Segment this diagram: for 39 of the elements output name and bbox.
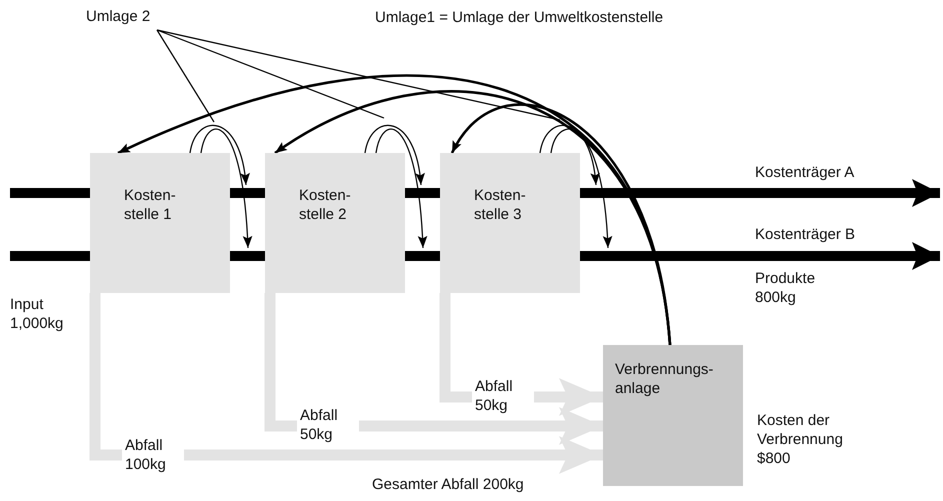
edge-label: Kostenträger B	[755, 226, 856, 245]
allocation-arrow	[375, 128, 428, 248]
allocation-arrow	[364, 124, 424, 186]
process-box	[265, 153, 405, 293]
cost-flow-line	[405, 251, 440, 261]
allocation-arrow	[200, 128, 252, 248]
leader-line	[156, 29, 384, 119]
box-label: Verbrennungs- anlage	[615, 361, 714, 398]
allocation-arrow	[539, 124, 600, 186]
note-text: Umlage1 = Umlage der Umweltkostenstelle	[375, 9, 664, 28]
flow-label: Input 1,000kg	[10, 296, 64, 334]
cost-flow-line	[580, 242, 940, 270]
edge-label: Abfall 50kg	[472, 378, 534, 416]
box-label: Kosten- stelle 1	[124, 187, 177, 224]
edge-label: Kostenträger A	[755, 164, 854, 183]
process-box	[603, 345, 743, 486]
callout-text: Umlage 2	[86, 8, 176, 30]
cost-flow-line	[10, 188, 90, 198]
flow-label: Produkte 800kg	[755, 270, 816, 308]
total-label: Gesamter Abfall 200kg	[372, 476, 525, 495]
edge-label: Abfall 100kg	[122, 437, 184, 474]
box-label: Kosten- stelle 3	[474, 187, 527, 224]
cost-flow-line	[230, 188, 265, 198]
waste-flow-arrow	[90, 293, 603, 474]
waste-flow-arrow	[264, 293, 603, 445]
allocation-arrow	[450, 104, 672, 346]
cost-flow-line	[230, 251, 265, 261]
leader-line	[156, 29, 560, 121]
allocation-arrow	[189, 124, 250, 186]
process-box	[90, 153, 230, 293]
cost-flow-line	[580, 179, 940, 207]
allocation-arrow	[550, 128, 612, 248]
cost-flow-line	[10, 251, 90, 261]
box-label: Kosten- stelle 2	[299, 187, 352, 224]
leader-line	[156, 30, 215, 122]
process-box	[440, 153, 580, 293]
edge-label: Abfall 50kg	[297, 407, 359, 444]
cost-flow-line	[405, 188, 440, 198]
cost-note: Kosten der Verbrennung $800	[757, 412, 844, 468]
